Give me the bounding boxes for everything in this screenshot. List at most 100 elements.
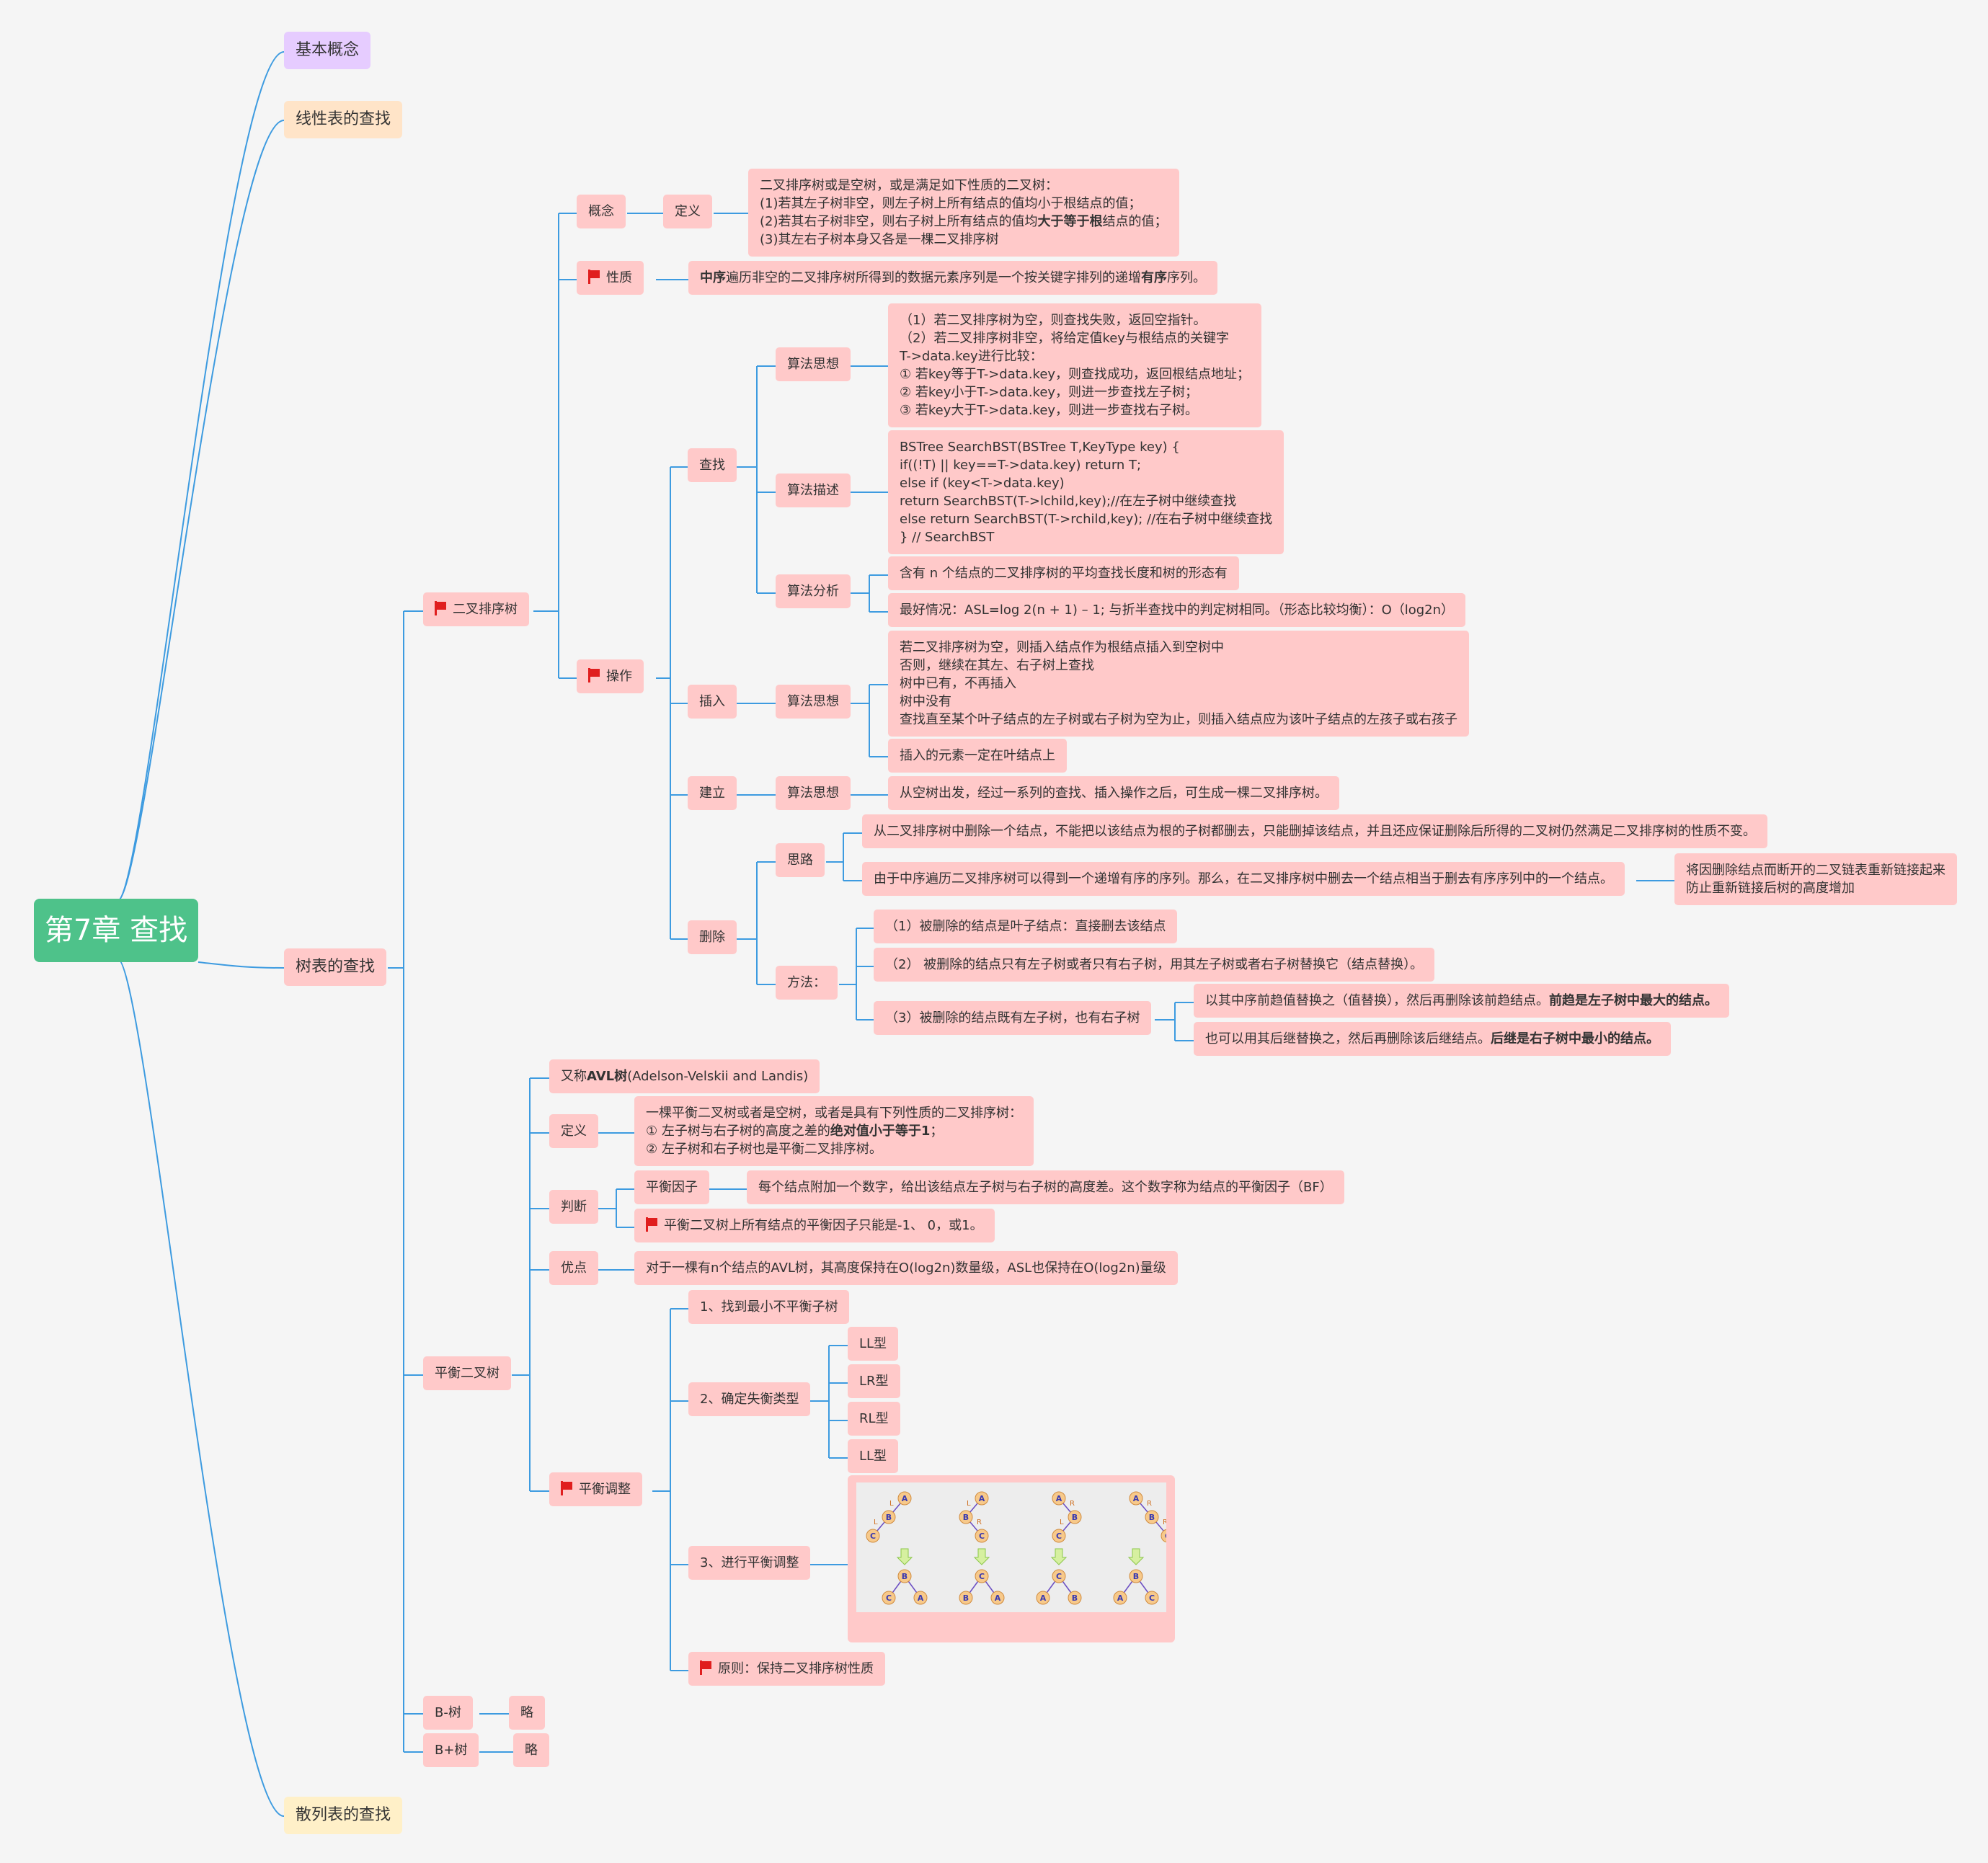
delete-method-3a[interactable]: 以其中序前趋值替换之（值替换），然后再删除该前趋结点。前趋是左子树中最大的结点。 (1194, 984, 1729, 1018)
avl-adjust-label: 平衡调整 (579, 1482, 631, 1497)
delete-thought-note[interactable]: 将因删除结点而断开的二叉链表重新链接起来防止重新链接后树的高度增加 (1674, 853, 1957, 905)
tree-node (882, 1510, 896, 1524)
search-analysis-1[interactable]: 含有 n 个结点的二叉排序树的平均查找长度和树的形态有 (888, 556, 1239, 590)
root-connector (117, 958, 285, 1817)
text-line: 否则，继续在其左、右子树上查找 (900, 658, 1094, 673)
text-segment: ① 左子树与右子树的高度之差的 (646, 1124, 830, 1139)
delete-method-3[interactable]: （3）被删除的结点既有左子树，也有右子树 (874, 1001, 1152, 1035)
delete-thought-label[interactable]: 思路 (776, 843, 825, 877)
delete-method-3b[interactable]: 也可以用其后继替换之，然后再删除该后继结点。后继是右子树中最小的结点。 (1194, 1022, 1671, 1056)
linear-search-topic[interactable]: 线性表的查找 (284, 101, 403, 138)
type-ll-1[interactable]: LL型 (848, 1327, 899, 1361)
hash-search-topic[interactable]: 散列表的查找 (284, 1797, 403, 1834)
tree-node (1145, 1591, 1159, 1605)
balance-factor-label[interactable]: 平衡因子 (634, 1170, 709, 1204)
search-analysis-2[interactable]: 最好情况：ASL=log 2(n + 1) – 1; 与折半查找中的判定树相同。… (888, 593, 1466, 627)
bplustree-topic[interactable]: B+树 (423, 1733, 479, 1767)
insert-note[interactable]: 插入的元素一定在叶结点上 (888, 739, 1067, 773)
tree-node-label: C (1056, 1531, 1062, 1541)
search-desc-label[interactable]: 算法描述 (776, 473, 851, 507)
text-line: (1)若其左子树非空，则左子树上所有结点的值均小于根结点的值； (760, 195, 1168, 213)
insert-idea-text[interactable]: 若二叉排序树为空，则插入结点作为根结点插入到空树中否则，继续在其左、右子树上查找… (888, 631, 1469, 737)
tree-node-label: A (979, 1494, 985, 1503)
tree-node (1129, 1569, 1143, 1583)
text-segment: 序列。 (1167, 270, 1206, 285)
search-idea-label[interactable]: 算法思想 (776, 347, 851, 381)
insert-idea-label[interactable]: 算法思想 (776, 685, 851, 719)
bst-definition-text[interactable]: 二叉排序树或是空树，或是满足如下性质的二叉树： (1)若其左子树非空，则左子树上所… (748, 169, 1179, 257)
text-segment: ② 左子树和右子树也是平衡二叉排序树。 (646, 1142, 882, 1157)
btree-text[interactable]: 略 (509, 1696, 545, 1730)
tree-node-label: A (1117, 1593, 1124, 1603)
delete-thought-2[interactable]: 由于中序遍历二叉排序树可以得到一个递增有序的序列。那么，在二叉排序树中删去一个结… (862, 862, 1625, 896)
tree-node-label: C (1149, 1593, 1155, 1603)
tree-node (1068, 1510, 1082, 1524)
bst-operation-topic[interactable]: 操作 (577, 659, 644, 693)
adjust-step-1[interactable]: 1、找到最小不平衡子树 (688, 1290, 850, 1324)
delete-thought-1[interactable]: 从二叉排序树中删除一个结点，不能把以该结点为根的子树都删去，只能删掉该结点，并且… (862, 814, 1767, 848)
root-topic[interactable]: 第7章 查找 (34, 899, 198, 962)
tree-node-label: B (902, 1572, 908, 1581)
search-desc-text[interactable]: BSTree SearchBST(BSTree T,KeyType key) {… (888, 430, 1284, 554)
balance-factor-text[interactable]: 每个结点附加一个数字，给出该结点左子树与右子树的高度差。这个数字称为结点的平衡因… (747, 1170, 1344, 1204)
bst-delete-topic[interactable]: 删除 (688, 920, 737, 954)
delete-method-1[interactable]: （1）被删除的结点是叶子结点：直接删去该结点 (874, 910, 1178, 943)
text-line: ① 若key等于T->data.key，则查找成功，返回根结点地址； (900, 367, 1251, 382)
tree-node (1052, 1491, 1066, 1506)
flag-icon (646, 1217, 657, 1232)
basic-concepts-topic[interactable]: 基本概念 (284, 32, 371, 69)
text-segment: 二叉排序树或是空树，或是满足如下性质的二叉树： (760, 178, 1058, 193)
text-line: } // SearchBST (900, 530, 995, 545)
avl-topic[interactable]: 平衡二叉树 (423, 1356, 511, 1390)
tree-node (1129, 1491, 1143, 1506)
text-line: 查找直至某个叶子结点的左子树或右子树为空为止，则插入结点应为该叶子结点的左孩子或… (900, 712, 1457, 727)
search-analysis-label[interactable]: 算法分析 (776, 574, 851, 608)
avl-alias[interactable]: 又称AVL树(Adelson-Velskii and Landis) (549, 1059, 820, 1093)
text-line: return SearchBST(T->lchild,key);//在左子树中继… (900, 494, 1237, 509)
avl-judge-label[interactable]: 判断 (549, 1190, 598, 1224)
tree-search-topic[interactable]: 树表的查找 (284, 948, 387, 986)
bst-search-topic[interactable]: 查找 (688, 448, 737, 482)
btree-topic[interactable]: B-树 (423, 1696, 473, 1730)
text-segment: ； (930, 1124, 944, 1139)
text-line: ② 左子树和右子树也是平衡二叉排序树。 (646, 1140, 1022, 1158)
bst-topic[interactable]: 二叉排序树 (423, 592, 529, 626)
avl-definition-label[interactable]: 定义 (549, 1114, 598, 1148)
bst-definition-label[interactable]: 定义 (663, 195, 712, 228)
search-idea-text[interactable]: （1）若二叉排序树为空，则查找失败，返回空指针。（2）若二叉排序树非空，将给定值… (888, 303, 1262, 427)
tree-node (975, 1491, 989, 1506)
rotation-diagram-box[interactable]: LLABCBCALRABCCBARLABCCABRRABCBAC (848, 1475, 1175, 1642)
rotation-diagram: LLABCBCALRABCCBARLABCCABRRABCBAC (866, 1491, 1175, 1605)
type-ll-2[interactable]: LL型 (848, 1439, 899, 1473)
tree-node-label: A (918, 1593, 924, 1603)
balance-factor-values[interactable]: 平衡二叉树上所有结点的平衡因子只能是-1、 0，或1。 (634, 1209, 995, 1242)
type-lr[interactable]: LR型 (848, 1364, 900, 1398)
bst-build-topic[interactable]: 建立 (688, 776, 737, 810)
tree-node (1113, 1591, 1127, 1605)
type-rl[interactable]: RL型 (848, 1402, 900, 1436)
bst-property-topic[interactable]: 性质 (577, 261, 644, 295)
bst-insert-topic[interactable]: 插入 (688, 685, 737, 719)
adjust-principle[interactable]: 原则：保持二叉排序树性质 (688, 1652, 885, 1686)
delete-method-2[interactable]: （2） 被删除的结点只有左子树或者只有右子树，用其左子树或者右子树替换它（结点替… (874, 948, 1435, 982)
adjust-step-2[interactable]: 2、确定失衡类型 (688, 1382, 811, 1416)
avl-advantage-label[interactable]: 优点 (549, 1251, 598, 1285)
bplustree-text[interactable]: 略 (513, 1733, 549, 1767)
bst-concept-topic[interactable]: 概念 (577, 195, 626, 228)
tree-node-label: C (979, 1572, 985, 1581)
build-idea-label[interactable]: 算法思想 (776, 776, 851, 810)
build-idea-text[interactable]: 从空树出发，经过一系列的查找、插入操作之后，可生成一棵二叉排序树。 (888, 776, 1339, 810)
delete-method-label[interactable]: 方法： (776, 966, 838, 1000)
text-segment: 也可以用其后继替换之，然后再删除该后继结点。 (1205, 1031, 1491, 1046)
avl-definition-text[interactable]: 一棵平衡二叉树或者是空树，或者是具有下列性质的二叉排序树：① 左子树与右子树的高… (634, 1096, 1034, 1166)
tree-node-label: B (1072, 1593, 1078, 1603)
bst-property-text[interactable]: 中序遍历非空的二叉排序树所得到的数据元素序列是一个按关键字排列的递增有序序列。 (688, 261, 1217, 295)
tree-node (1052, 1569, 1066, 1583)
text-line: （2）若二叉排序树非空，将给定值key与根结点的关键字 (900, 331, 1229, 346)
text-line: 树中已有，不再插入 (900, 676, 1016, 691)
avl-advantage-text[interactable]: 对于一棵有n个结点的AVL树，其高度保持在O(log2n)数量级，ASL也保持在… (634, 1251, 1178, 1285)
tree-node-label: B (963, 1593, 969, 1603)
adjust-step-3[interactable]: 3、进行平衡调整 (688, 1546, 811, 1580)
tree-node (975, 1529, 989, 1543)
avl-adjust-topic[interactable]: 平衡调整 (549, 1472, 642, 1506)
